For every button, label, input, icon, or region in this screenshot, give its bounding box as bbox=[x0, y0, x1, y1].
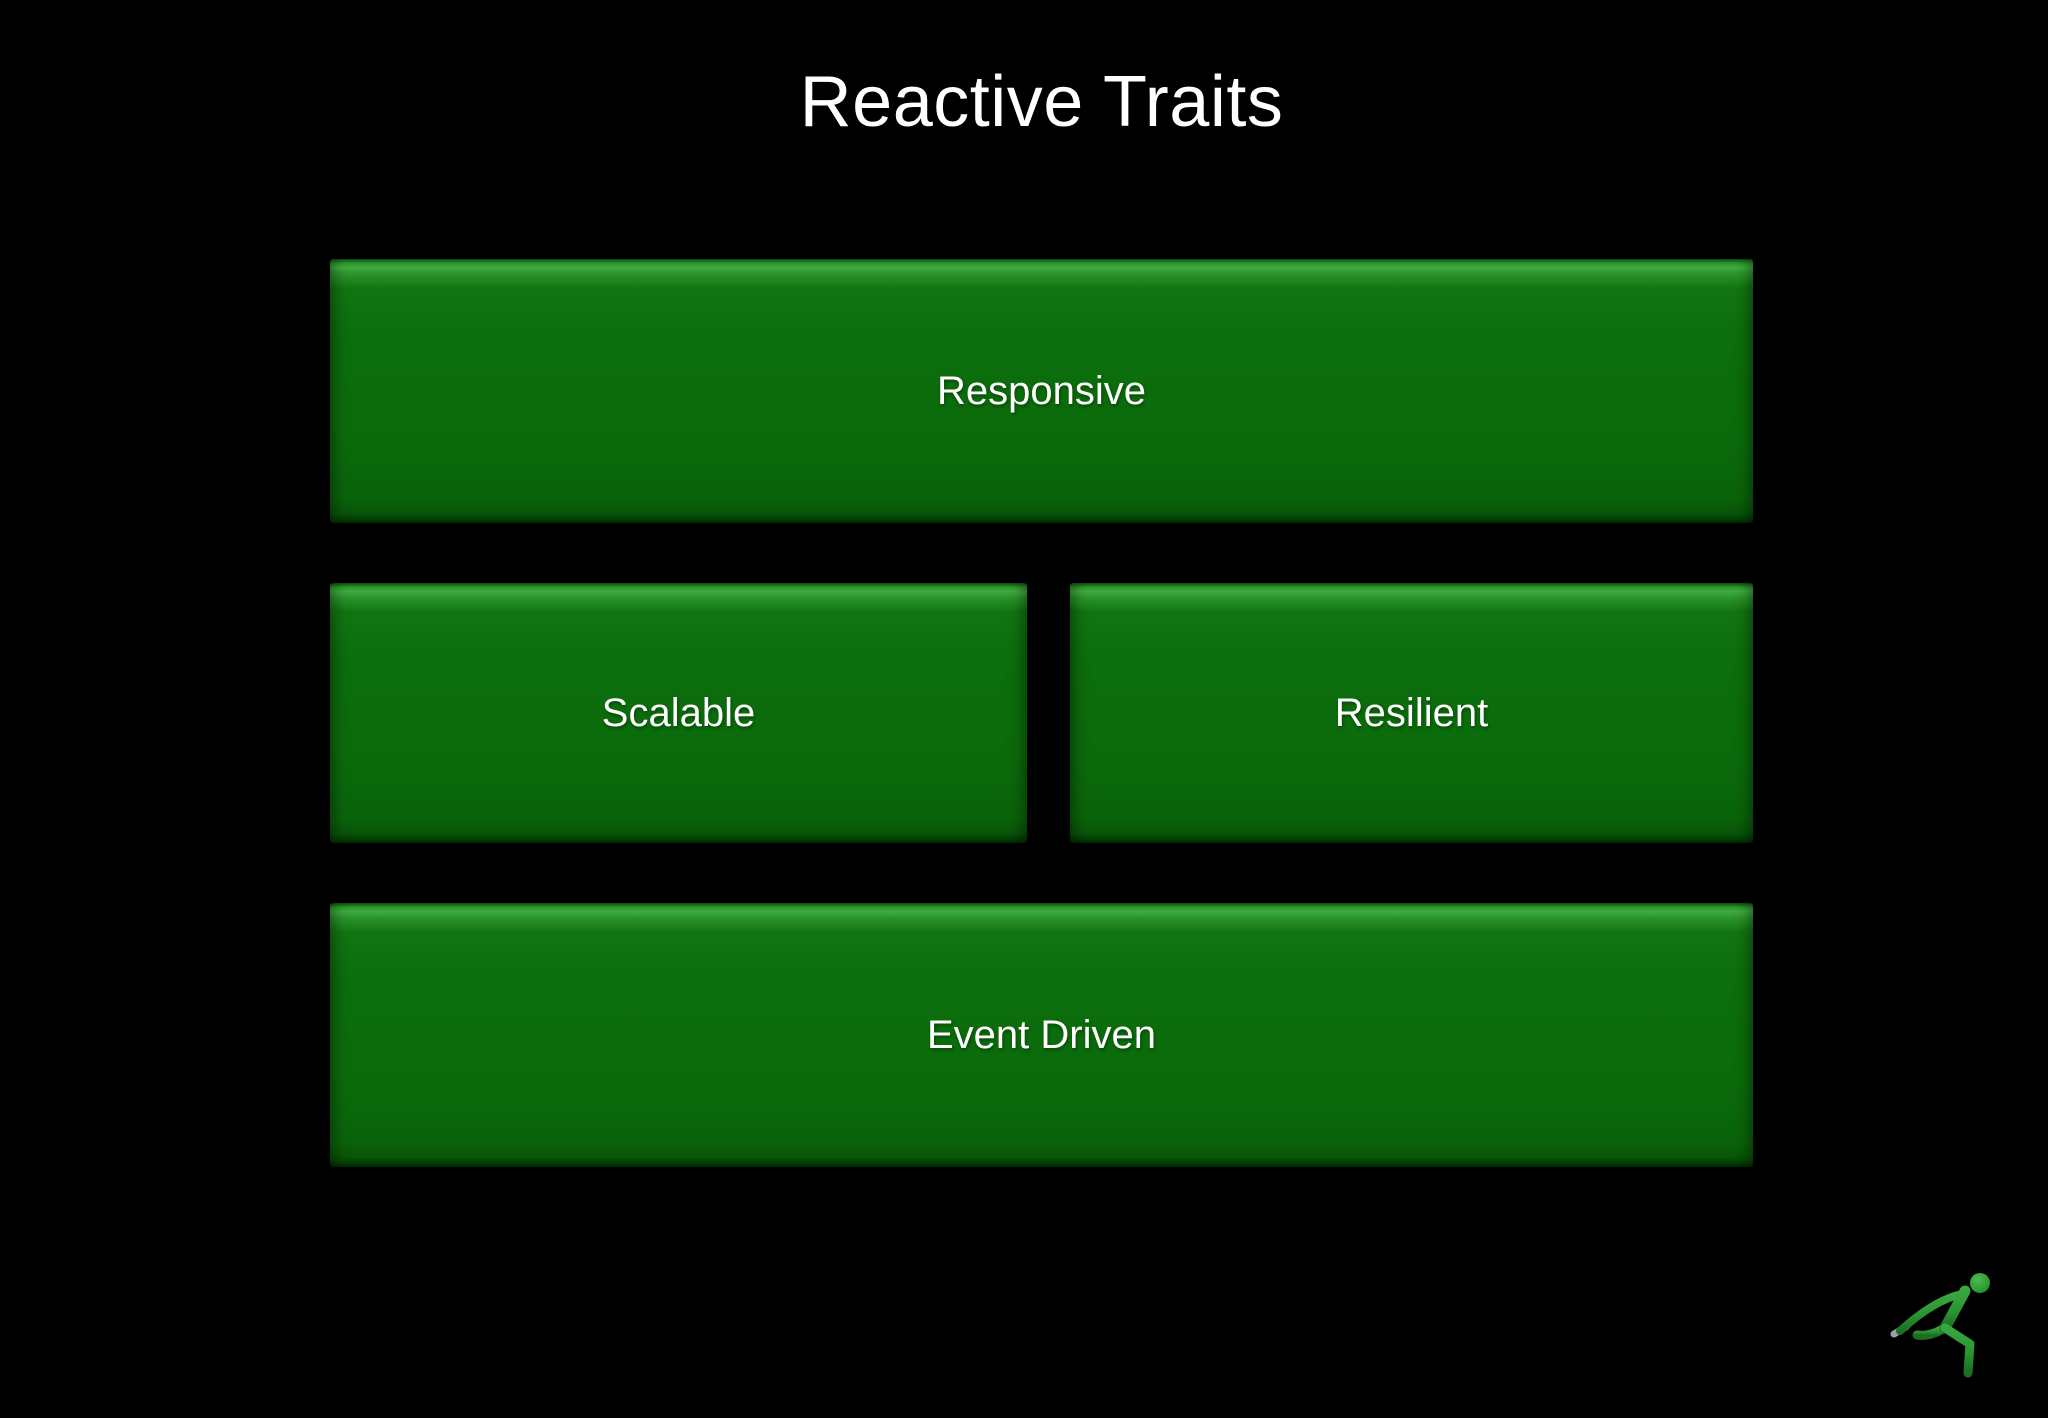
box-event-driven-label: Event Driven bbox=[927, 1012, 1156, 1057]
box-event-driven: Event Driven bbox=[330, 903, 1753, 1167]
box-resilient: Resilient bbox=[1070, 583, 1753, 843]
box-responsive: Responsive bbox=[330, 259, 1753, 523]
slide-title: Reactive Traits bbox=[799, 62, 1284, 142]
box-resilient-label: Resilient bbox=[1334, 690, 1489, 735]
box-scalable: Scalable bbox=[330, 583, 1027, 843]
runner-logo-icon bbox=[1882, 1256, 2032, 1386]
box-responsive-label: Responsive bbox=[936, 368, 1146, 413]
box-scalable-label: Scalable bbox=[601, 690, 756, 735]
